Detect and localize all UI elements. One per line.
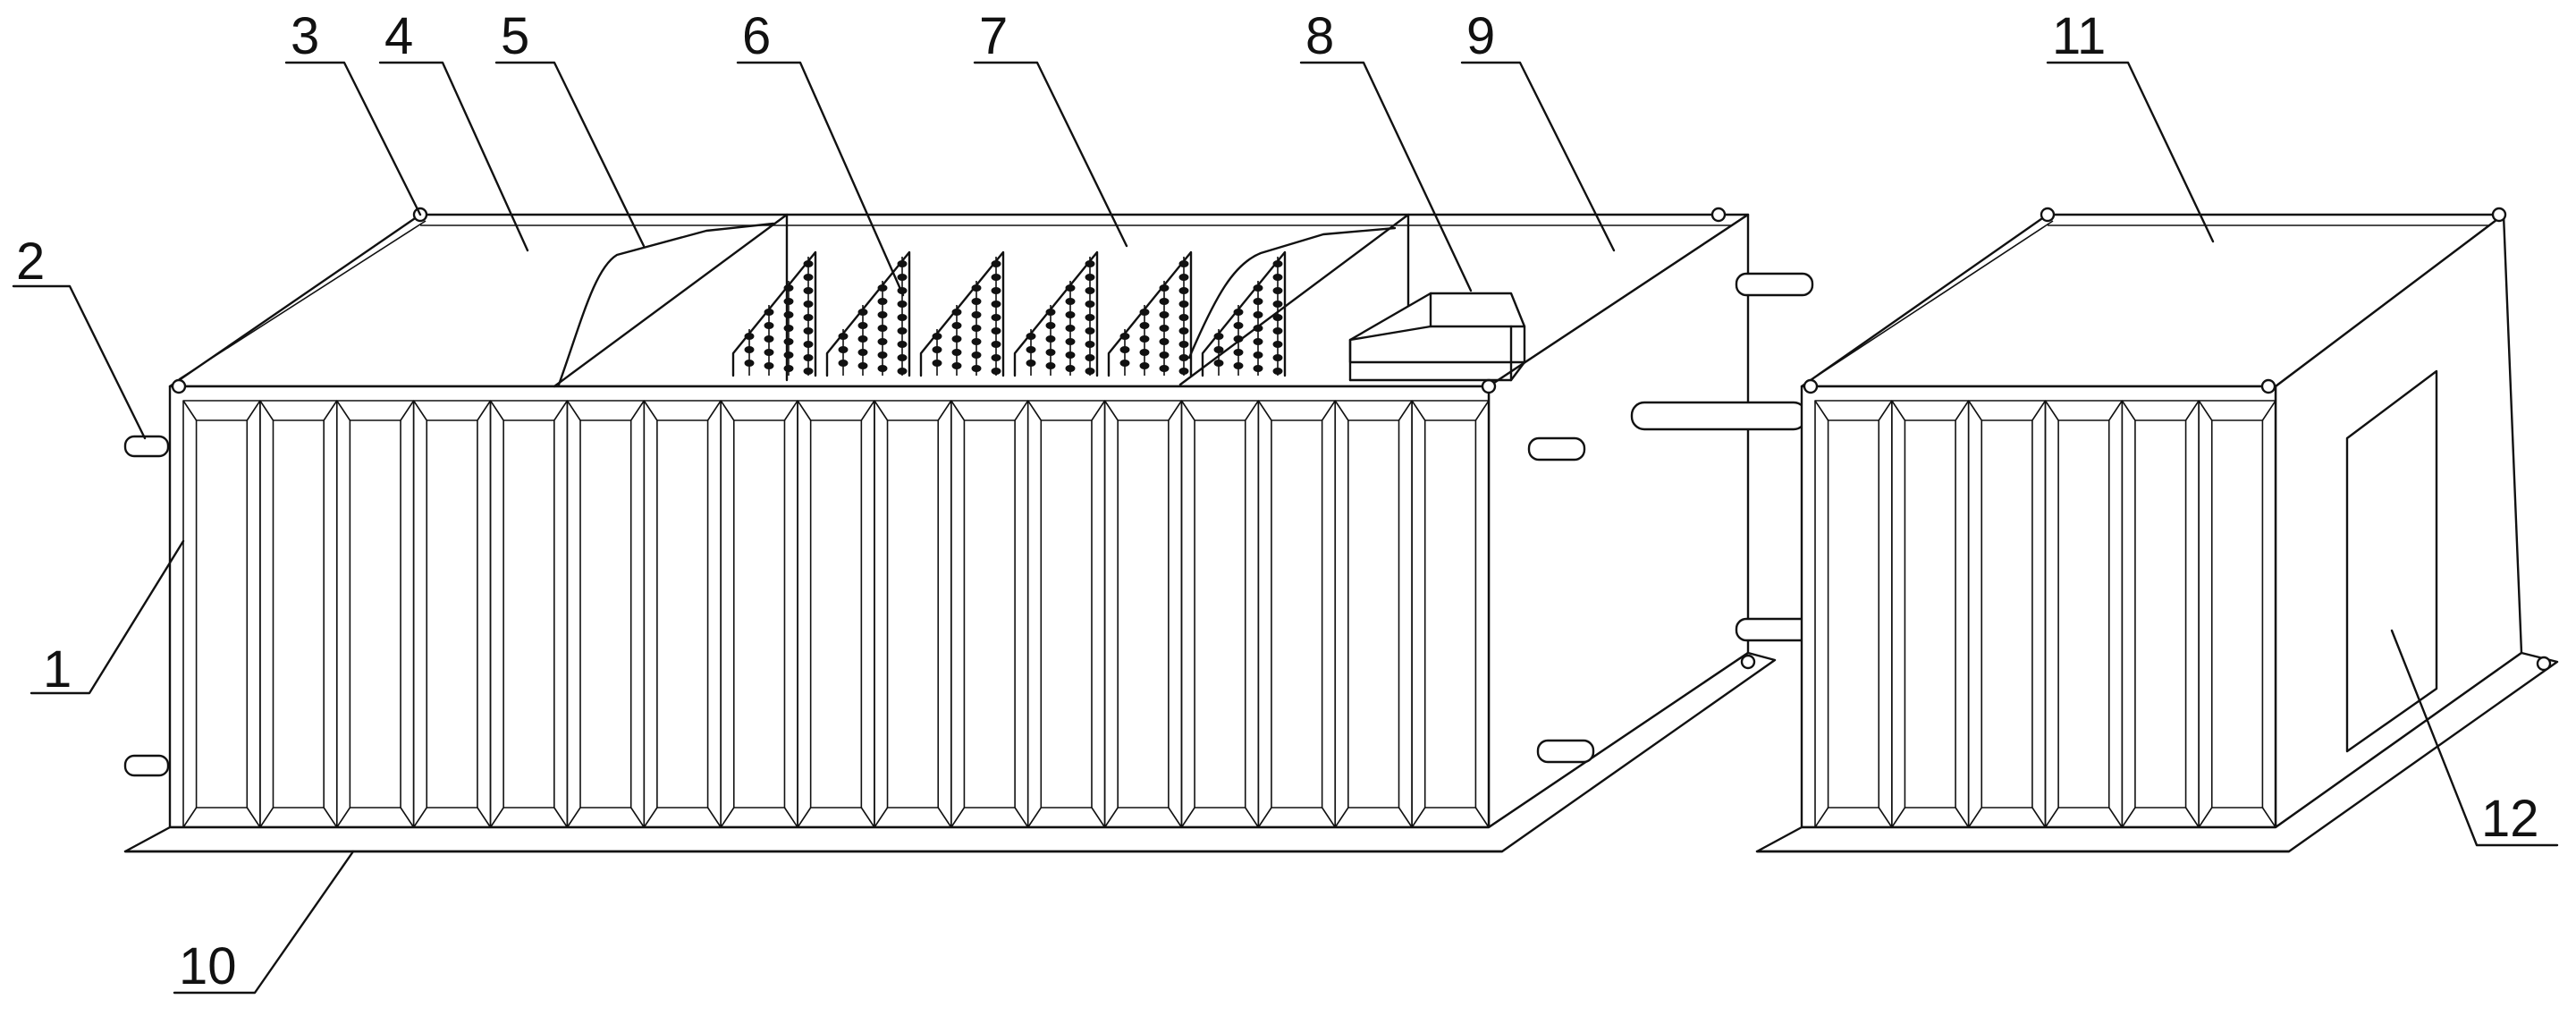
bead-rack [1201,250,1287,377]
bead-rack [731,250,817,377]
label-1: 1 [43,640,72,698]
label-4: 4 [384,7,413,65]
bead-racks [731,250,1287,377]
label-3: 3 [291,7,319,65]
small-container-corrugated-panels [1814,400,2276,828]
part-numbers: 1 2 3 4 5 6 7 8 9 10 11 12 [16,7,2539,995]
label-5: 5 [501,7,529,65]
label-11: 11 [2052,7,2106,65]
end-door [2345,369,2438,753]
connecting-pipe [1630,401,1808,431]
label-12: 12 [2481,790,2539,848]
hopper-left [557,222,775,386]
small-container-front-face [1800,385,2277,829]
label-2: 2 [16,233,45,291]
end-face-connectors [1527,272,1814,764]
bead-rack [825,250,911,377]
label-9: 9 [1466,7,1495,65]
label-7: 7 [979,7,1008,65]
label-6: 6 [742,7,771,65]
small-container [1755,207,2559,853]
bead-rack [1013,250,1099,377]
large-container-front-face [168,385,1491,829]
bead-rack [919,250,1005,377]
label-8: 8 [1305,7,1334,65]
hopper-right [1187,226,1397,360]
interior-equipment [553,213,1526,388]
label-10: 10 [179,937,237,995]
large-container [123,207,1777,853]
large-container-corrugated-panels [182,400,1490,828]
control-box [1348,292,1526,382]
bead-rack [1107,250,1193,377]
left-pipe-stubs [123,435,170,777]
leader-lines [12,61,2559,995]
